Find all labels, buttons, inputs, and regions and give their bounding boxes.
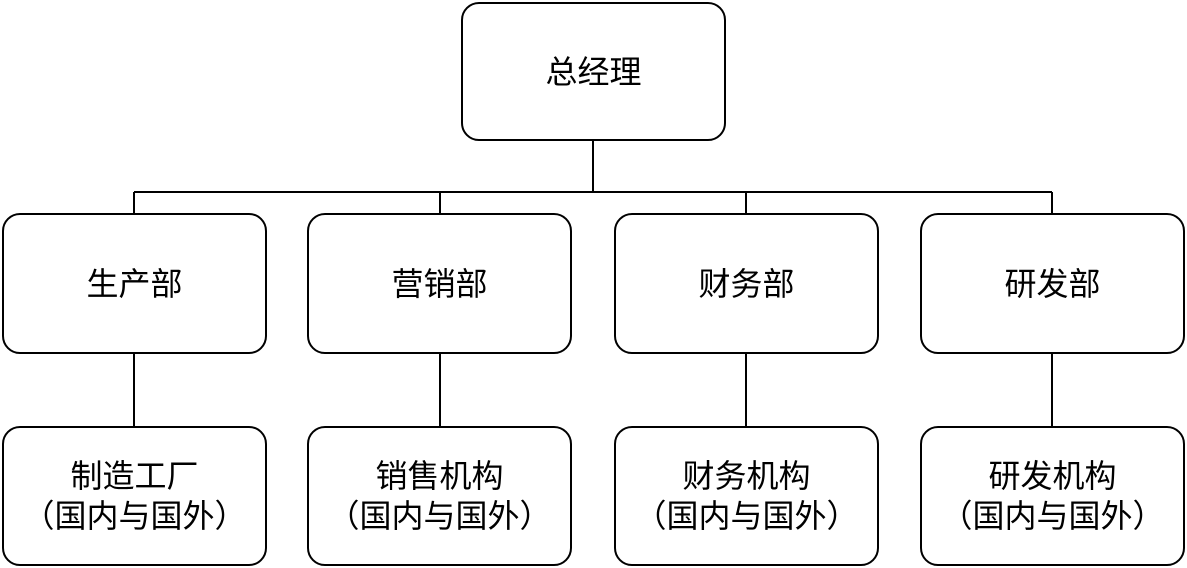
finance-dept-label: 财务部 [698, 264, 795, 303]
marketing-unit-label: 销售机构 [375, 457, 504, 495]
rnd-unit-label: 研发机构 [988, 457, 1117, 495]
production-dept-label: 生产部 [86, 264, 183, 303]
marketing-dept-box: 营销部 [307, 213, 572, 354]
production-dept-box: 生产部 [2, 213, 267, 354]
rnd-dept-label: 研发部 [1004, 264, 1101, 303]
marketing-unit-box: 销售机构 （国内与国外） [307, 426, 572, 566]
production-unit-label: 制造工厂 [70, 457, 199, 495]
production-unit-box: 制造工厂 （国内与国外） [2, 426, 267, 566]
marketing-dept-label: 营销部 [391, 264, 488, 303]
finance-unit-label: 财务机构 [682, 457, 811, 495]
finance-dept-box: 财务部 [614, 213, 879, 354]
rnd-unit-scope: （国内与国外） [940, 497, 1165, 535]
production-unit-scope: （国内与国外） [22, 497, 247, 535]
rnd-unit-box: 研发机构 （国内与国外） [920, 426, 1185, 566]
general-manager-box: 总经理 [461, 2, 726, 141]
finance-unit-box: 财务机构 （国内与国外） [614, 426, 879, 566]
finance-unit-scope: （国内与国外） [634, 497, 859, 535]
rnd-dept-box: 研发部 [920, 213, 1185, 354]
general-manager-label: 总经理 [545, 52, 642, 91]
marketing-unit-scope: （国内与国外） [327, 497, 552, 535]
